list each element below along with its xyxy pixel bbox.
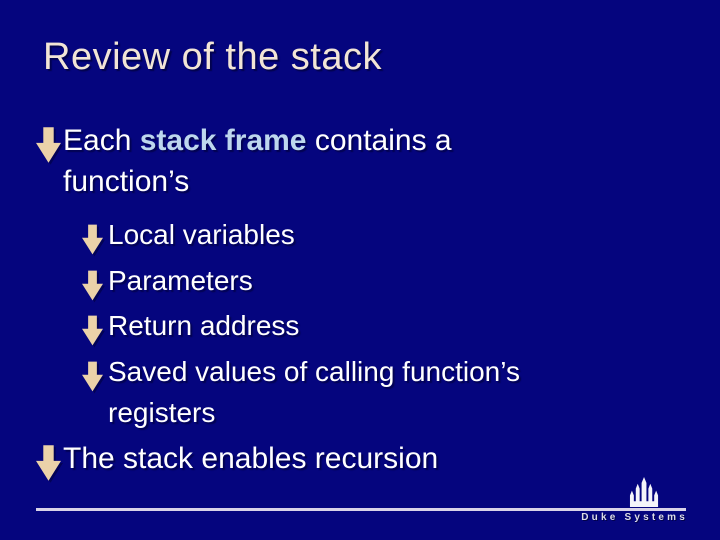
bullet-text: Return address (108, 310, 300, 342)
bullet-item-level2: Parameters (82, 261, 684, 302)
down-arrow-icon (36, 127, 61, 163)
bullet-text: The stack enables recursion (63, 442, 439, 476)
duke-chapel-icon (629, 477, 659, 508)
down-arrow-icon (82, 361, 103, 392)
down-arrow-icon (82, 224, 103, 255)
bullet-item-level2: Return address (82, 306, 684, 347)
bullet-item-level2: Local variables (82, 215, 684, 256)
bullet-text: Parameters (108, 264, 253, 296)
bullet-item-level1: The stack enables recursion (36, 438, 684, 481)
down-arrow-icon (36, 445, 61, 481)
brand-text: Duke Systems (581, 512, 688, 523)
slide-title: Review of the stack (43, 36, 382, 78)
down-arrow-icon (82, 270, 103, 301)
highlighted-term: stack frame (139, 124, 307, 157)
footer-divider (36, 508, 686, 511)
bullet-text: Local variables (108, 219, 295, 251)
down-arrow-icon (82, 316, 103, 346)
